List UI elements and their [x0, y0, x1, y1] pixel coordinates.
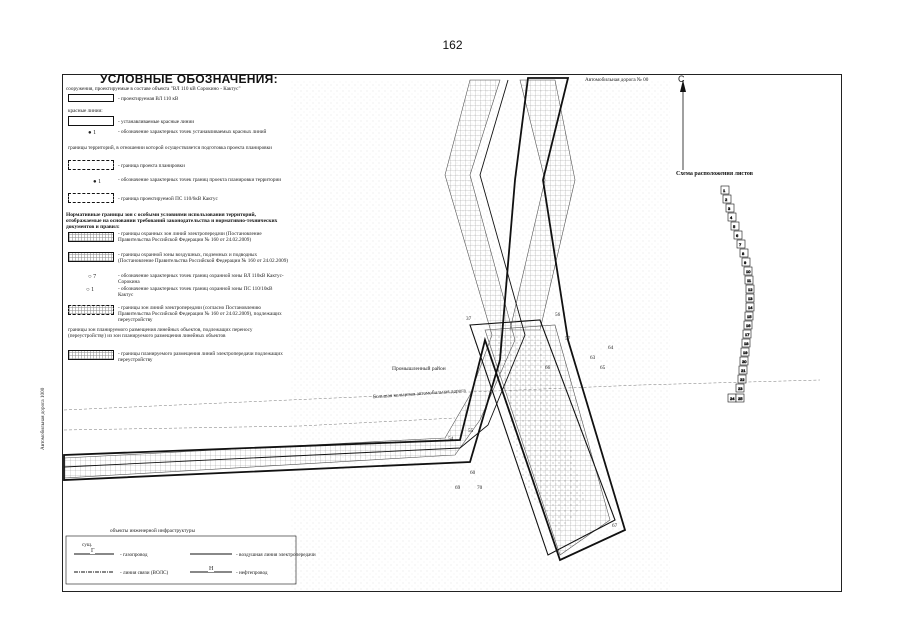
sheet-number: 21: [741, 368, 746, 373]
bottom-legend-item: - линия связи (ВОЛС): [120, 570, 169, 576]
point-label: 54: [448, 436, 454, 442]
point-symbol-label: 1: [93, 130, 97, 136]
north-label: С: [678, 74, 685, 84]
bottom-legend-frame: [65, 535, 297, 585]
point-symbol: ● 1: [93, 179, 102, 185]
point-symbol: ○ 7: [88, 274, 97, 280]
sheet-number: 9: [744, 260, 747, 265]
sheet-number: 18: [744, 341, 749, 346]
sheet-number: 24: [730, 396, 735, 401]
sheet-number: 10: [746, 269, 751, 274]
legend-item: - обозначение характерных точек устанавл…: [118, 129, 267, 135]
legend-subtitle: сооружения, проектируемые в составе объе…: [66, 86, 241, 92]
point-symbol-label: 1: [91, 287, 95, 293]
point-label: 67: [612, 523, 618, 529]
legend-section2-title: Нормативные границы зон с особыми услови…: [66, 212, 278, 231]
legend-item: - обозначение характерных точек границ о…: [118, 273, 284, 285]
sheet-number: 8: [742, 251, 745, 256]
point-symbol: ● 1: [88, 130, 97, 136]
point-symbol-label: 1: [98, 179, 102, 185]
north-arrow-head: [680, 80, 686, 92]
point-label: 69: [455, 485, 461, 491]
legend-item: границы зон планируемого размещения лине…: [68, 327, 253, 339]
road-label-vertical: Автомобильная дорога 1000: [40, 387, 46, 450]
sheet-number: 11: [747, 278, 752, 283]
swatch-relocate-zone: [68, 305, 114, 315]
legend-item: - граница проектируемой ПС 110/6кВ Какту…: [118, 196, 218, 202]
swatch-protect-zone: [68, 232, 114, 242]
road-line: [63, 379, 821, 411]
sheet-number: 25: [738, 396, 743, 401]
point-symbol: ○ 1: [86, 287, 95, 293]
point-label: 57: [565, 336, 571, 342]
legend-item: - границы планируемого размещения линий …: [118, 351, 283, 363]
sheet-number: 6: [736, 233, 739, 238]
sheet-number: 22: [740, 377, 745, 382]
point-label: 63: [590, 355, 596, 361]
sheet-number: 1: [723, 188, 726, 193]
vegetation-zone: [495, 335, 585, 535]
legend-item: - граница проекта планировки: [118, 163, 185, 169]
sheet-number: 7: [739, 242, 742, 247]
sheet-number: 17: [745, 332, 750, 337]
bottom-legend-title: объекты инженерной инфраструктуры: [110, 528, 195, 534]
swatch-protect-zone-2: [68, 252, 114, 262]
point-label: 37: [466, 316, 472, 322]
lower-boundary: [469, 319, 616, 556]
point-label: 66: [545, 365, 551, 371]
point-label: 70: [477, 485, 483, 491]
sheet-number: 14: [748, 305, 753, 310]
legend-item: - границы зон линий электропередачи (сог…: [118, 305, 282, 323]
sheet-number: 15: [747, 314, 752, 319]
sheet-scheme-title: Схема расположения листов: [676, 171, 754, 177]
point-label: 64: [608, 345, 614, 351]
oil-symbol: Н: [208, 566, 215, 572]
legend-item: границы территорий, в отношении которой …: [68, 145, 272, 151]
district-label: Промышленный район: [392, 366, 446, 372]
sheet-number: 2: [725, 197, 728, 202]
legend-item: - проектируемая ВЛ 110 кВ: [118, 96, 179, 102]
point-label: 56: [555, 312, 561, 318]
point-label: 60: [470, 470, 476, 476]
power-line-axis: [63, 79, 526, 468]
sheet-number: 12: [748, 287, 753, 292]
bottom-legend-subtitle: сущ.: [82, 542, 93, 548]
bottom-legend-item: - нефтепровод: [236, 570, 268, 576]
road-line-2: [63, 417, 456, 431]
sheet-number: 13: [748, 296, 753, 301]
point-label: 55: [468, 428, 474, 434]
point-symbol-label: 7: [93, 274, 97, 280]
bottom-legend-item: - газопровод: [120, 552, 148, 558]
legend-item: - границы охранной зоны воздушных, подзе…: [118, 252, 289, 264]
legend-item: - обозначение характерных точек границ п…: [118, 177, 281, 183]
bottom-legend-item: - воздушная линия электропередачи: [236, 552, 316, 558]
swatch-relocate-lines: [68, 350, 114, 360]
legend-item: красные линии:: [68, 108, 103, 114]
sheet-number: 3: [728, 206, 731, 211]
road-label-top: Автомобильная дорога № 00: [585, 77, 649, 83]
swatch-line: [68, 94, 114, 102]
planning-boundary: [63, 77, 627, 562]
point-label: 65: [600, 365, 606, 371]
legend-item: - границы охранных зон линий электропере…: [118, 231, 262, 243]
swatch-red-line: [68, 116, 114, 126]
swatch-plan-border: [68, 160, 114, 170]
sheet-number: 4: [730, 215, 733, 220]
sheet-number: 20: [742, 359, 747, 364]
legend-item: - устанавливаемые красные линии: [118, 119, 195, 125]
legend-item: - обозначение характерных точек границ о…: [118, 286, 273, 298]
sheet-number: 16: [746, 323, 751, 328]
sheet-number: 19: [743, 350, 748, 355]
swatch-substation: [68, 193, 114, 203]
sheet-number: 23: [738, 386, 743, 391]
page-number: 162: [442, 38, 463, 52]
legend-title: УСЛОВНЫЕ ОБОЗНАЧЕНИЯ:: [100, 72, 278, 86]
sheet-number: 5: [733, 224, 736, 229]
gas-symbol: Г: [90, 548, 96, 554]
map-background-texture: [290, 80, 670, 590]
